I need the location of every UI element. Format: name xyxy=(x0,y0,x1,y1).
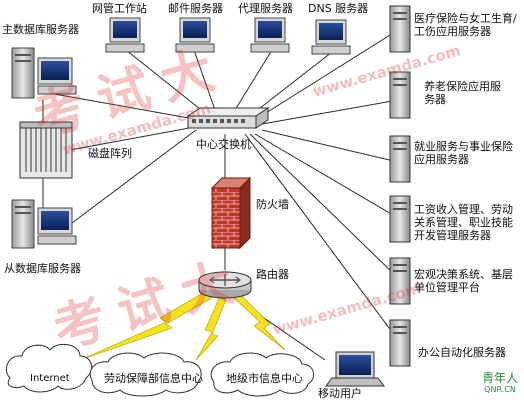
master-db-server-icon xyxy=(11,47,77,99)
connection-lines xyxy=(42,34,399,361)
medical-insurance-label: 医疗保险与女工生育/工伤应用服务器 xyxy=(414,12,517,38)
macro-decision-label: 宏观决策系统、基层单位管理平台 xyxy=(414,268,513,294)
net-admin-workstation-icon xyxy=(105,17,145,53)
dns-server-label: DNS 服务器 xyxy=(308,2,369,15)
dns-server-icon xyxy=(311,19,351,55)
internet-cloud-icon xyxy=(6,343,93,393)
city-center-cloud-icon xyxy=(210,352,315,397)
city-center-label: 地级市信息中心 xyxy=(226,372,303,385)
corner-logo-sub: QNR.CN xyxy=(484,385,516,394)
proxy-server-label: 代理服务器 xyxy=(238,2,293,15)
employment-label: 就业服务与事业保险应用服务器 xyxy=(414,140,513,166)
disk-array-label: 磁盘阵列 xyxy=(88,147,132,160)
corner-logo: 青年人 QNR.CN xyxy=(482,372,518,396)
router-label: 路由器 xyxy=(256,268,289,281)
office-auto-server-icon xyxy=(389,319,411,367)
slave-db-label: 从数据库服务器 xyxy=(4,262,81,275)
net-admin-label: 网管工作站 xyxy=(92,2,147,15)
mail-server-icon xyxy=(175,17,215,53)
labor-dept-cloud-icon xyxy=(89,352,202,397)
firewall-label: 防火墙 xyxy=(256,198,289,211)
office-auto-label: 办公自动化服务器 xyxy=(418,346,506,359)
mail-server-label: 邮件服务器 xyxy=(168,2,223,15)
core-switch-label: 中心交换机 xyxy=(196,138,251,151)
router-icon xyxy=(198,271,252,299)
wireless-links xyxy=(79,289,286,361)
wage-server-icon xyxy=(389,195,411,243)
corner-logo-text: 青年人 xyxy=(481,371,518,385)
pension-server-icon xyxy=(389,71,411,119)
master-db-label: 主数据库服务器 xyxy=(2,23,79,36)
slave-db-server-icon xyxy=(11,199,77,249)
employment-server-icon xyxy=(389,135,411,183)
macro-decision-server-icon xyxy=(389,257,411,305)
labor-dept-label: 劳动保障部信息中心 xyxy=(104,372,203,385)
core-switch-icon xyxy=(186,107,270,129)
mobile-user-label: 移动用户 xyxy=(318,387,362,400)
wage-label: 工资收入管理、劳动关系管理、职业技能开发管理服务器 xyxy=(414,203,513,242)
firewall-icon xyxy=(210,176,252,250)
right-server-towers xyxy=(389,5,411,367)
disk-array-icon xyxy=(19,121,73,179)
internet-label: Internet xyxy=(30,373,70,384)
medical-insurance-server-icon xyxy=(389,5,411,53)
proxy-server-icon xyxy=(250,17,290,53)
pension-label: 养老保险应用服务器 xyxy=(424,80,501,106)
mobile-laptop-icon xyxy=(325,351,385,387)
